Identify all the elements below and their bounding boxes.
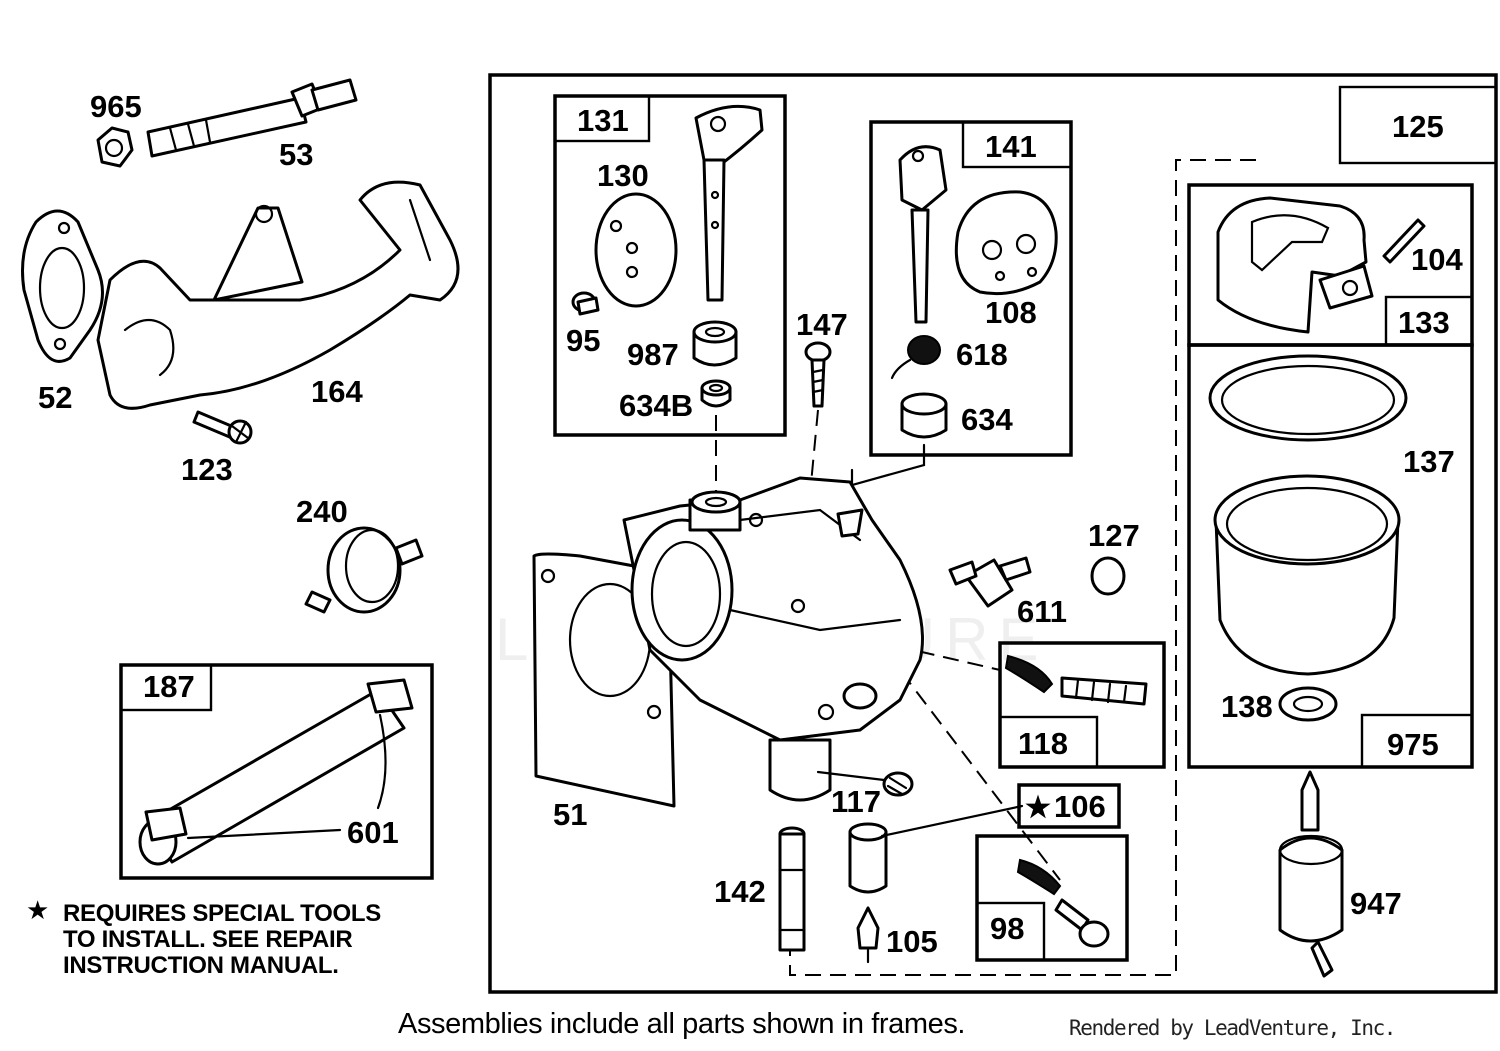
part-123-screw xyxy=(192,410,253,445)
label-131: 131 xyxy=(577,103,629,138)
label-104: 104 xyxy=(1411,242,1463,277)
note-line-2: TO INSTALL. SEE REPAIR xyxy=(63,926,353,953)
label-125: 125 xyxy=(1392,109,1444,144)
part-52-gasket xyxy=(21,209,104,363)
note-line-3: INSTRUCTION MANUAL. xyxy=(63,952,339,979)
label-106: 106 xyxy=(1054,789,1106,824)
part-634-bushing xyxy=(900,392,948,439)
part-98-main-jet-screw xyxy=(1016,858,1110,948)
note-star-icon: ★ xyxy=(26,896,50,926)
part-187-fuel-line xyxy=(138,678,414,866)
part-138-washer xyxy=(1278,686,1338,722)
label-53: 53 xyxy=(279,137,313,172)
label-137: 137 xyxy=(1403,444,1455,479)
part-127-plug xyxy=(1090,556,1126,596)
label-51: 51 xyxy=(553,797,587,832)
label-240: 240 xyxy=(296,494,348,529)
frame-975 xyxy=(1187,343,1474,769)
part-131-throttle-shaft xyxy=(694,104,764,302)
label-187: 187 xyxy=(143,669,195,704)
label-133: 133 xyxy=(1398,305,1450,340)
part-164-manifold xyxy=(96,180,460,410)
label-634: 634 xyxy=(961,402,1013,437)
part-965-nut xyxy=(96,126,134,168)
frame-98-tag xyxy=(975,901,1046,962)
footer-credit: Rendered by LeadVenture, Inc. xyxy=(1069,1016,1396,1040)
part-carburetor-body xyxy=(622,476,924,802)
frame-187-tag xyxy=(119,663,213,712)
part-117-pin xyxy=(816,770,914,797)
part-142-tube xyxy=(778,826,806,952)
label-975: 975 xyxy=(1387,727,1439,762)
label-106-star: ★ xyxy=(1025,792,1051,824)
label-142: 142 xyxy=(714,874,766,909)
label-634b: 634B xyxy=(619,388,693,423)
part-141-choke-shaft xyxy=(898,145,948,324)
part-147-screw xyxy=(804,341,832,408)
label-108: 108 xyxy=(985,295,1037,330)
part-labels: 965 53 52 164 123 240 187 601 131 130 95… xyxy=(38,89,1463,959)
frame-106-tag xyxy=(1017,783,1121,829)
special-tools-note: REQUIRES SPECIAL TOOLS TO INSTALL. SEE R… xyxy=(63,901,463,979)
frame-118-tag xyxy=(998,715,1099,769)
part-634b-washer xyxy=(700,379,732,408)
part-118-idle-screw xyxy=(1004,654,1148,706)
label-611: 611 xyxy=(1017,594,1067,629)
part-105-needle xyxy=(856,906,880,964)
part-133-float xyxy=(1216,196,1374,334)
label-141: 141 xyxy=(985,129,1037,164)
label-52: 52 xyxy=(38,380,72,415)
label-127: 127 xyxy=(1088,518,1140,553)
label-95: 95 xyxy=(566,323,600,358)
label-98: 98 xyxy=(990,911,1024,946)
label-118: 118 xyxy=(1018,726,1068,761)
label-130: 130 xyxy=(597,158,649,193)
part-130-throttle-plate xyxy=(594,192,678,308)
note-line-1: REQUIRES SPECIAL TOOLS xyxy=(63,900,381,927)
frame-975-tag xyxy=(1360,713,1474,769)
label-601: 601 xyxy=(347,815,399,850)
frame-131 xyxy=(553,94,787,437)
part-975-bowl xyxy=(1213,474,1401,676)
part-618-spring xyxy=(890,335,941,380)
footer-assemblies-note: Assemblies include all parts shown in fr… xyxy=(398,1008,966,1040)
part-240-filter xyxy=(304,526,424,614)
part-137-gasket xyxy=(1208,354,1408,442)
frame-125-tag xyxy=(1338,85,1498,165)
frame-98 xyxy=(975,834,1129,962)
part-95-screw xyxy=(571,291,600,316)
frame-141-tag xyxy=(961,120,1073,169)
main-assembly-frame xyxy=(488,73,1498,994)
label-147: 147 xyxy=(796,307,848,342)
part-601-clamp-leaders xyxy=(186,713,387,840)
label-105: 105 xyxy=(886,924,938,959)
part-106-sleeve xyxy=(848,804,1024,894)
part-947-fuel-shutoff xyxy=(1278,770,1344,978)
label-618: 618 xyxy=(956,337,1008,372)
label-123: 123 xyxy=(181,452,233,487)
label-965: 965 xyxy=(90,89,142,124)
part-108-choke-plate xyxy=(954,190,1058,296)
frame-187 xyxy=(119,663,434,880)
label-138: 138 xyxy=(1221,689,1273,724)
part-987-seal xyxy=(692,320,738,367)
label-117: 117 xyxy=(831,784,881,819)
label-947: 947 xyxy=(1350,886,1402,921)
part-53-shaft xyxy=(146,78,358,158)
frame-131-tag xyxy=(553,94,651,143)
label-987: 987 xyxy=(627,337,679,372)
part-611-elbow xyxy=(948,556,1032,608)
label-164: 164 xyxy=(311,374,363,409)
part-104-pin xyxy=(1382,218,1426,264)
